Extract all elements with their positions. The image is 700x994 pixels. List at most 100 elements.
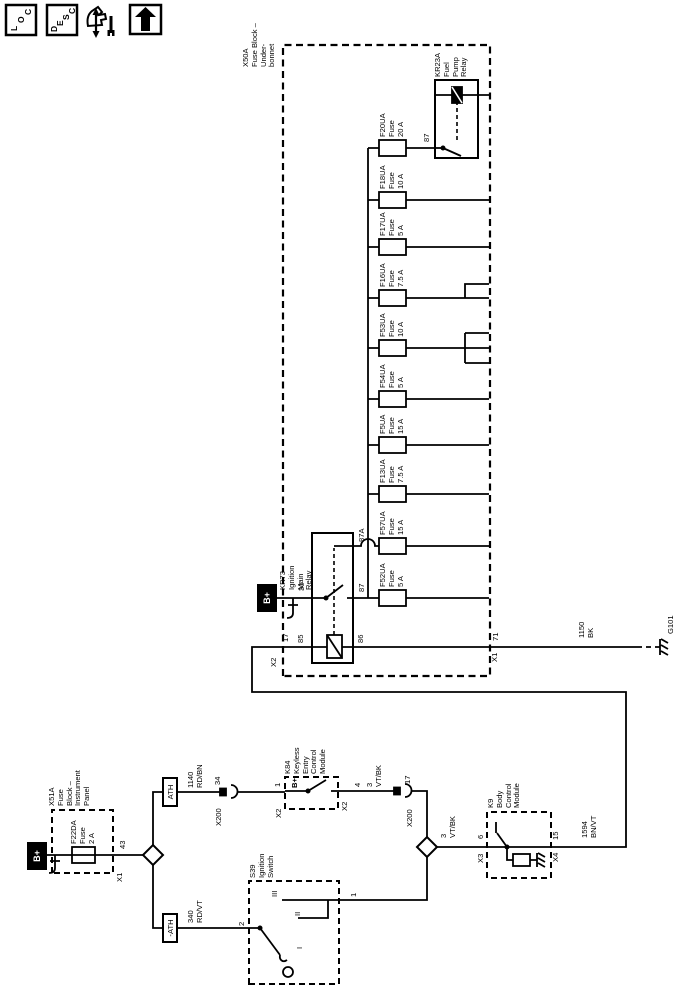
fuse-f57ua [378,537,407,555]
x200a-name: X200 [214,808,223,826]
fuse-f57ua-label: F57UA Fuse 15 A [378,511,405,535]
s39-pivot-dot [257,925,263,931]
desc-letter: E [55,20,65,26]
fuse-f17ua-label: F17UA Fuse 5 A [378,212,405,236]
wire-1150-label: 1150 BK [577,621,595,638]
g101-ground [659,638,669,656]
loc-letter: C [23,9,33,15]
kr73-t86: 86 [356,634,365,643]
kr73-pivot-dot [323,595,329,601]
kr23a-coil-diag [451,86,463,104]
fuse-f22da [71,846,96,864]
x51a-label: X51A Fuse Block – Instrument Panel [47,770,92,806]
k9-box [486,811,552,879]
k9-internal [487,822,551,848]
k84-pivot-dot [305,788,311,794]
k84-conn-in: X2 [274,808,283,818]
kr73-t30: 30 [297,582,306,591]
fuse-f5ua [378,436,407,454]
x50a-conn-x2: X2 [269,657,278,667]
fuse-f52ua-label: F52UA Fuse 5 A [378,563,405,587]
wire-1140-label: 1140 RD/BN [186,764,204,788]
bplus-underbonnet: B+ [257,584,277,612]
x200a-pin: 34 [213,776,222,785]
k9-conn-in: X3 [476,853,485,863]
x200b-arc [404,783,413,798]
kr73-t87: 87 [357,583,366,592]
x50a-box [281,43,492,678]
k9-ground [536,852,546,868]
wire-3vtbk-b-label: 3 VT/BK [439,816,457,838]
s39-rotor [282,966,294,978]
splice-diamond-1 [141,843,165,867]
branch-f53ua [368,332,489,364]
up-arrow-icon [128,3,163,36]
x200b-pin: 17 [403,775,412,784]
k84-conn-out: X2 [340,801,349,811]
s39-label: S39 Ignition Switch [248,853,275,879]
fuse-f20ua [378,139,407,157]
x200a-arc [230,784,239,799]
fuse-f54ua [378,390,407,408]
minus-ath-link: -ATH [162,913,178,943]
k9-pin-in: 6 [476,834,485,839]
fuse-f53ua-label: F53UA Fuse 10 A [378,313,405,337]
s39-arm-curl [278,954,288,963]
kr23a-box [434,79,479,159]
kr23a-t87: 87 [422,133,431,142]
loc-icon [4,3,38,37]
fuse-f18ua-label: F18UA Fuse 10 A [378,165,405,189]
loc-letter: L [9,26,19,31]
k84-box [284,776,339,810]
x51a-box [51,809,114,874]
k84-bplus: B+ [290,778,299,788]
kr23a-arm [442,147,462,157]
desc-icon [45,3,79,37]
fuse-f13ua [378,485,407,503]
desc-letter: C [67,8,77,14]
k9-conn-out: X4 [551,852,560,862]
fuse-f20ua-label: F20UA Fuse 20 A [378,113,405,137]
desc-letter: D [49,26,59,32]
k84-pin-out: 4 [353,782,362,787]
s39-pos3-line [282,857,428,901]
bplus-main: B+ [27,842,47,870]
kr23a-pivot-dot [440,145,446,151]
k9-label: K9 Body Control Module [486,783,522,808]
corner-icons [4,3,163,38]
k84-label: K84 Keyless Entry Control Module [283,747,328,774]
s39-pin2: 2 [237,921,246,926]
fuse-f16ua-label: F16UA Fuse 7.5 A [378,263,405,287]
wire-to-ath [152,791,162,845]
x50a-pin-71: 71 [491,632,500,641]
k9-resistor-branch [506,847,537,861]
splice-diamond-2 [415,835,439,859]
wire-340-label: 340 RD/VT [186,900,204,923]
x200b-nub [393,786,401,796]
wire-to-minus-ath [152,865,162,929]
s39-arm [249,927,281,956]
f22da-label: F22DA Fuse 2 A [69,820,96,844]
fuse-f18ua [378,191,407,209]
kr23a-label: KR23A Fuel Pump Relay [433,52,469,77]
kr73-t85: 85 [296,634,305,643]
s39-box [248,880,340,985]
k84-internal [285,779,338,792]
x51a-pin: 43 [118,840,127,849]
fuse-f17ua [378,238,407,256]
x50a-pin-17: 17 [281,633,290,642]
fuse-f5ua-label: F5UA Fuse 15 A [378,414,405,434]
k9-pin-out: 15 [551,831,560,840]
s39-pin1: 1 [349,892,358,897]
x50a-label: X50A Fuse Block – Under- bonnet [241,23,277,67]
fuse-f52ua [378,589,407,607]
fuse-f53ua [378,339,407,357]
s39-pos-i: I [295,946,304,949]
s39-pos-ii: II [293,911,302,916]
kr73-coil-diag [326,634,343,659]
x200b-name: X200 [405,809,414,827]
fusible-hook-2 [286,598,298,619]
wire-3vtbk-a [338,790,428,837]
wire-1594-label: 1594 BN/VT [580,815,598,838]
